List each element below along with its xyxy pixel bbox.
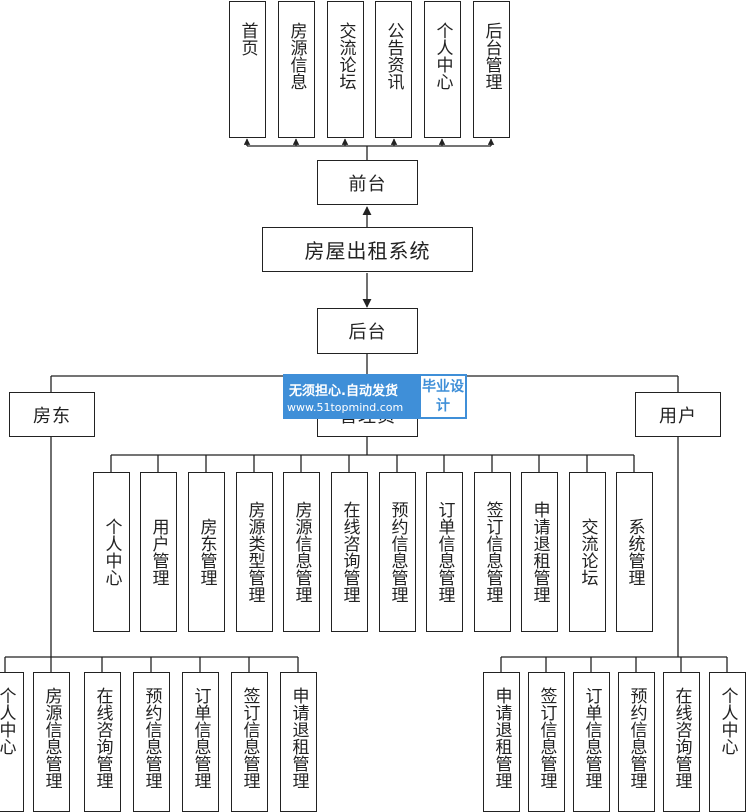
admin-item-box: 个人中心 [93, 472, 130, 632]
admin-item-box: 在线咨询管理 [331, 472, 368, 632]
frontend-item-box: 后台管理 [473, 1, 510, 138]
backend-node: 后台 [317, 308, 418, 354]
admin-item-box: 房源信息管理 [283, 472, 320, 632]
frontend-item-label: 个人中心 [432, 22, 453, 90]
landlord-label: 房东 [33, 405, 71, 427]
admin-item-label: 申请退租管理 [529, 501, 550, 603]
admin-item-label: 交流论坛 [577, 518, 598, 586]
frontend-label: 前台 [348, 173, 387, 195]
admin-item-label: 系统管理 [624, 518, 645, 586]
admin-item-box: 签订信息管理 [474, 472, 511, 632]
admin-item-label: 房东管理 [196, 518, 217, 586]
admin-item-box: 系统管理 [616, 472, 653, 632]
landlord-item-label: 签订信息管理 [239, 687, 260, 789]
landlord-item-box: 申请退租管理 [280, 672, 317, 812]
landlord-node: 房东 [9, 392, 95, 437]
landlord-item-label: 预约信息管理 [141, 687, 162, 789]
admin-item-label: 用户管理 [148, 518, 169, 586]
landlord-item-box: 预约信息管理 [133, 672, 170, 812]
user-node: 用户 [635, 392, 721, 437]
landlord-item-box: 订单信息管理 [182, 672, 219, 812]
frontend-node: 前台 [317, 160, 418, 205]
frontend-item-box: 首页 [229, 1, 266, 138]
admin-item-box: 房源类型管理 [236, 472, 273, 632]
landlord-item-box: 个人中心 [0, 672, 24, 812]
user-item-label: 个人中心 [717, 687, 738, 755]
landlord-item-label: 个人中心 [0, 687, 16, 755]
user-item-box: 申请退租管理 [483, 672, 520, 812]
frontend-item-label: 交流论坛 [335, 22, 356, 90]
landlord-item-label: 订单信息管理 [190, 687, 211, 789]
frontend-item-box: 个人中心 [424, 1, 461, 138]
system-title: 房屋出租系统 [304, 239, 431, 263]
admin-item-label: 个人中心 [101, 518, 122, 586]
user-item-box: 预约信息管理 [618, 672, 655, 812]
admin-item-box: 预约信息管理 [379, 472, 416, 632]
backend-label: 后台 [348, 322, 387, 343]
admin-item-box: 交流论坛 [569, 472, 606, 632]
frontend-item-label: 公告资讯 [383, 22, 404, 90]
admin-item-box: 申请退租管理 [521, 472, 558, 632]
admin-item-label: 房源类型管理 [244, 501, 265, 603]
user-item-label: 签订信息管理 [536, 687, 557, 789]
watermark-text-area: 无须担心.自动发货 www.51topmind.com [283, 374, 419, 419]
frontend-item-box: 交流论坛 [327, 1, 364, 138]
user-item-label: 在线咨询管理 [671, 687, 692, 789]
admin-item-box: 用户管理 [140, 472, 177, 632]
connector-lines [4, 138, 728, 672]
frontend-item-label: 首页 [237, 22, 258, 56]
landlord-item-label: 申请退租管理 [288, 687, 309, 789]
system-root-node: 房屋出租系统 [262, 227, 473, 272]
user-item-label: 预约信息管理 [626, 687, 647, 789]
admin-item-label: 在线咨询管理 [339, 501, 360, 603]
watermark-banner: 无须担心.自动发货 www.51topmind.com 毕业设计 [283, 374, 467, 419]
watermark-line1: 无须担心.自动发货 [289, 384, 398, 399]
user-item-box: 签订信息管理 [528, 672, 565, 812]
frontend-item-box: 公告资讯 [375, 1, 412, 138]
landlord-item-box: 签订信息管理 [231, 672, 268, 812]
watermark-url: www.51topmind.com [287, 401, 404, 414]
frontend-item-label: 房源信息 [286, 22, 307, 90]
frontend-item-box: 房源信息 [278, 1, 315, 138]
admin-item-label: 签订信息管理 [482, 501, 503, 603]
admin-item-label: 预约信息管理 [387, 501, 408, 603]
user-item-box: 订单信息管理 [573, 672, 610, 812]
user-item-label: 订单信息管理 [581, 687, 602, 789]
watermark-badge: 毕业设计 [421, 376, 465, 417]
landlord-item-box: 在线咨询管理 [84, 672, 121, 812]
admin-item-box: 房东管理 [188, 472, 225, 632]
admin-item-label: 房源信息管理 [291, 501, 312, 603]
landlord-item-label: 房源信息管理 [41, 687, 62, 789]
user-item-box: 个人中心 [709, 672, 746, 812]
frontend-item-label: 后台管理 [481, 22, 502, 90]
user-label: 用户 [659, 405, 697, 427]
admin-item-label: 订单信息管理 [434, 501, 455, 603]
landlord-item-box: 房源信息管理 [33, 672, 70, 812]
user-item-label: 申请退租管理 [491, 687, 512, 789]
user-item-box: 在线咨询管理 [663, 672, 700, 812]
landlord-item-label: 在线咨询管理 [92, 687, 113, 789]
admin-item-box: 订单信息管理 [426, 472, 463, 632]
